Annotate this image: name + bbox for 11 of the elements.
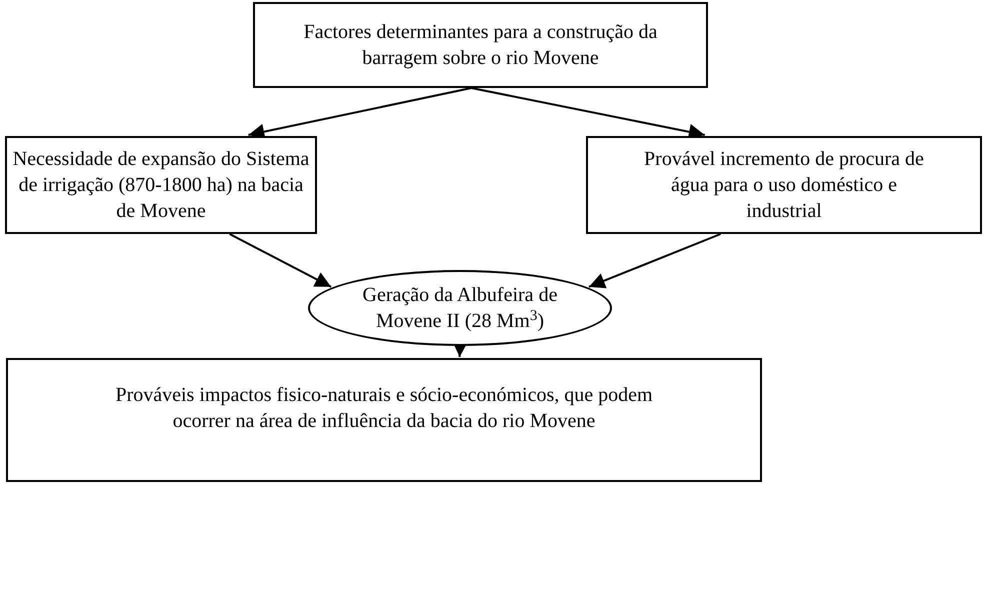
- arrow: [229, 233, 332, 288]
- node-text: Factores determinantes para a construção da barragem sobre o rio Movene: [302, 20, 658, 71]
- node-text: Necessidade de expansão do Sistema de irrigação (870-1800 ha) na bacia de Movene: [12, 147, 310, 224]
- node-text: Geração da Albufeira de Movene II (28 Mm$^{3}$): [362, 283, 558, 334]
- process-box: [253, 2, 708, 88]
- process-box: [6, 358, 762, 482]
- process-box: [5, 136, 317, 234]
- process-box: [586, 136, 982, 234]
- node-text: Provável incremento de procura de água para o uso doméstico e industrial: [644, 147, 924, 224]
- node-text: Prováveis impactos fisico-naturais e sócio-económicos, que podem ocorrer na área de influência da bacia do rio Movene: [114, 383, 654, 434]
- arrow: [588, 233, 722, 288]
